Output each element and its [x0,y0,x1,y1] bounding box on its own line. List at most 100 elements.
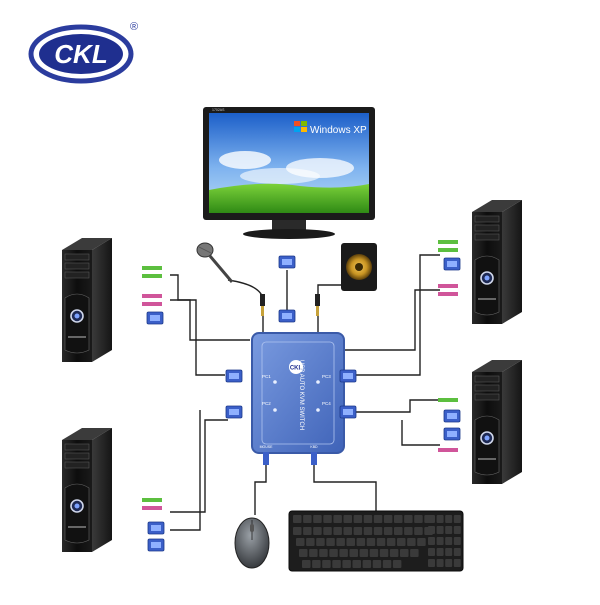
keyboard-key [369,549,379,557]
kvm-logo-text: CKL [290,366,303,372]
keyboard-numpad-key [428,526,435,534]
keyboard-key [339,549,348,557]
keyboard-key [319,549,328,557]
mouse-icon [234,517,270,569]
ckl-logo: CKL ® [28,21,138,84]
keyboard-numpad-key [453,537,461,545]
cables [170,254,440,531]
keyboard-key [313,527,322,535]
keyboard-numpad-key [436,559,444,567]
keyboard-key [326,538,335,546]
kvm-port-led-3 [316,380,320,384]
kvm-kbd-label: KBD [310,445,318,449]
keyboard-key [373,515,383,523]
keyboard-key [376,538,386,546]
keyboard-key [343,527,352,535]
ckl-logo-text: CKL [54,39,107,69]
keyboard-key [333,527,342,535]
monitor: Windows XP 1702AS [203,107,375,239]
keyboard-numpad-key [436,526,444,534]
keyboard-key [383,527,393,535]
pc-connectors-left-top [142,266,164,325]
keyboard-key [373,527,383,535]
keyboard-key [389,549,399,557]
keyboard-key [333,515,342,523]
keyboard-numpad-key [428,559,435,567]
kvm-mouse-label: MOUSE [260,445,274,449]
keyboard-numpad-key [428,548,435,556]
keyboard-key [293,527,302,535]
pc-tower-right-top [471,199,523,325]
keyboard-numpad-key [445,548,453,556]
keyboard-numpad-key [436,515,444,523]
keyboard-key [407,538,416,546]
keyboard-key [303,515,312,523]
keyboard-key [386,538,396,546]
pc-connectors-right-top [438,240,461,296]
windows-logo-icon [294,121,307,132]
keyboard-key [394,527,403,535]
keyboard-key [363,515,373,523]
keyboard-key [353,527,363,535]
keyboard-icon [288,510,464,572]
keyboard-numpad-key [453,526,461,534]
keyboard-key [366,538,376,546]
keyboard-key [410,549,419,557]
keyboard-numpad-key [453,515,461,523]
microphone-icon [196,242,265,316]
keyboard-key [404,515,413,523]
pc-tower-left-top [61,237,113,363]
keyboard-key [394,515,403,523]
keyboard-key [379,549,389,557]
pc-tower-right-bottom [471,359,523,485]
keyboard-key [313,515,322,523]
keyboard-numpad-key [445,559,453,567]
keyboard-key [414,527,423,535]
keyboard-key [359,549,369,557]
keyboard-key [356,538,366,546]
keyboard-numpad-key [428,515,435,523]
keyboard-key [316,538,325,546]
keyboard-key [302,560,311,568]
keyboard-key [404,527,413,535]
pc-connectors-left-bottom [142,498,165,552]
keyboard-key [322,560,331,568]
keyboard-numpad-key [453,559,461,567]
keyboard-key [397,538,406,546]
speaker-icon [315,243,377,316]
kvm-port-led-1 [273,380,277,384]
monitor-model-label: 1702AS [212,108,225,112]
keyboard-numpad-key [445,515,453,523]
keyboard-key [342,560,351,568]
keyboard-key [363,527,373,535]
keyboard-key [332,560,341,568]
keyboard-key [417,538,426,546]
kvm-logo [289,360,303,374]
kvm-port-label-2: PC2 [262,401,271,406]
kvm-usb-plugs [263,452,317,465]
keyboard-key [392,560,402,568]
keyboard-key [343,515,352,523]
keyboard-key [323,527,332,535]
kvm-port-label-4: PC4 [322,401,331,406]
keyboard-numpad-key [445,537,453,545]
keyboard-key [400,549,409,557]
pc-tower-left-bottom [61,427,113,553]
keyboard-numpad-key [436,548,444,556]
keyboard-key [349,549,358,557]
kvm-switch: CKL USB AUTO KVM SWITCH PC1 PC2 PC3 PC4 … [251,332,345,454]
keyboard-key [414,515,423,523]
keyboard-key [383,515,393,523]
kvm-port-led-2 [273,408,277,412]
keyboard-key [346,538,355,546]
keyboard-key [362,560,372,568]
kvm-port-led-4 [316,408,320,412]
keyboard-numpad-key [445,526,453,534]
registered-mark: ® [130,21,138,33]
kvm-product-label: USB AUTO KVM SWITCH [298,360,304,430]
kvm-port-label-3: PC3 [322,374,331,379]
keyboard-key [309,549,318,557]
keyboard-key [296,538,305,546]
keyboard-key [336,538,345,546]
pc-connectors-right-bottom [438,398,461,452]
